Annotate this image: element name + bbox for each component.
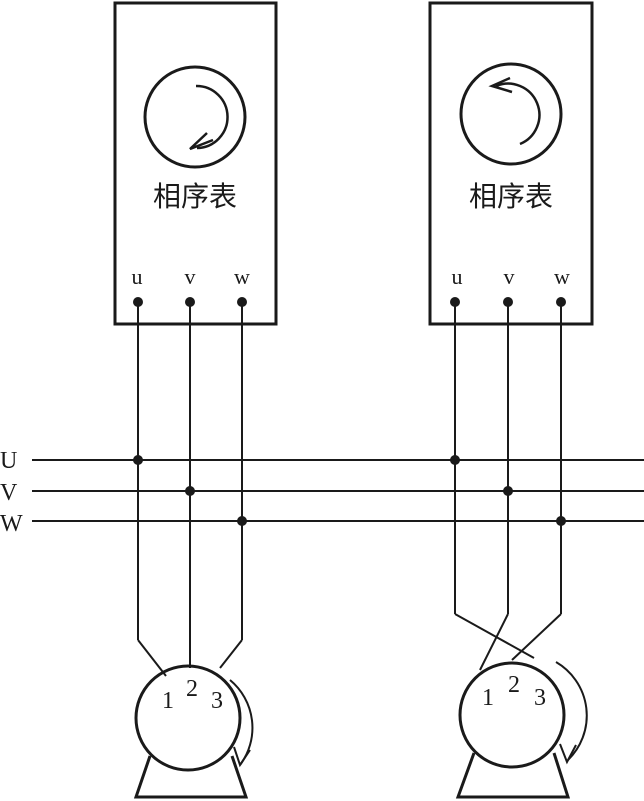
meter-2-terminal-u-label: u: [452, 264, 463, 289]
meter-1-dial: [143, 65, 247, 169]
junction-1-u: [133, 455, 143, 465]
line-w-label: W: [0, 511, 23, 537]
motor-1-base: [133, 755, 249, 799]
meter-1-arrow-icon: [189, 132, 214, 151]
line-v-label: V: [0, 480, 18, 506]
meter-2-dial: [459, 62, 563, 166]
meter-2-terminal-w-label: w: [554, 264, 570, 289]
meter-1-terminal-u-label: u: [132, 264, 143, 289]
wire-2-w-cross: [511, 613, 562, 661]
meter-1-rotation-arc: [195, 84, 229, 150]
meter-2-body: [428, 1, 594, 326]
meter-1-label: 相序表: [153, 180, 237, 213]
meter-1-terminal-v-label: v: [185, 264, 196, 289]
wire-1-w-lead: [219, 639, 243, 669]
junction-2-v: [503, 486, 513, 496]
motor-2-body: [458, 661, 566, 769]
wire-1-u-lead: [137, 639, 167, 677]
meter-2-terminal-v-label: v: [504, 264, 515, 289]
motor-1-arrow-icon: [233, 746, 251, 768]
line-u-label: U: [0, 448, 17, 474]
motor-1-terminal-3: 3: [211, 688, 223, 714]
meter-1-body: [113, 1, 278, 326]
motor-2-rotation-arc: [555, 661, 588, 761]
junction-2-u: [450, 455, 460, 465]
junction-1-w: [237, 516, 247, 526]
meter-2-label: 相序表: [469, 180, 553, 213]
motor-1-body: [134, 664, 242, 772]
motor-2-terminal-1: 1: [482, 685, 494, 711]
motor-1-terminal-1: 1: [162, 688, 174, 714]
junction-2-w: [556, 516, 566, 526]
meter-2-arrow-icon: [488, 76, 513, 94]
phase-meter-2: 相序表 u v w: [428, 1, 594, 326]
meter-1-terminal-w-label: w: [234, 264, 250, 289]
motor-2-terminal-3: 3: [534, 685, 546, 711]
wire-2-v-cross: [479, 613, 509, 671]
motor-1-terminal-2: 2: [186, 676, 198, 702]
motor-2-base: [455, 752, 571, 799]
phase-meter-1: 相序表 u v w: [113, 1, 278, 326]
supply-lines: U V W: [0, 448, 644, 537]
meter-2-rotation-arc: [495, 82, 541, 146]
wiring-1: [133, 302, 247, 677]
motor-1: 1 2 3: [133, 664, 254, 799]
motor-2: 1 2 3: [455, 661, 588, 799]
wiring-2: [450, 302, 566, 671]
motor-2-arrow-icon: [559, 743, 577, 765]
motor-2-terminal-2: 2: [508, 672, 520, 698]
junction-1-v: [185, 486, 195, 496]
